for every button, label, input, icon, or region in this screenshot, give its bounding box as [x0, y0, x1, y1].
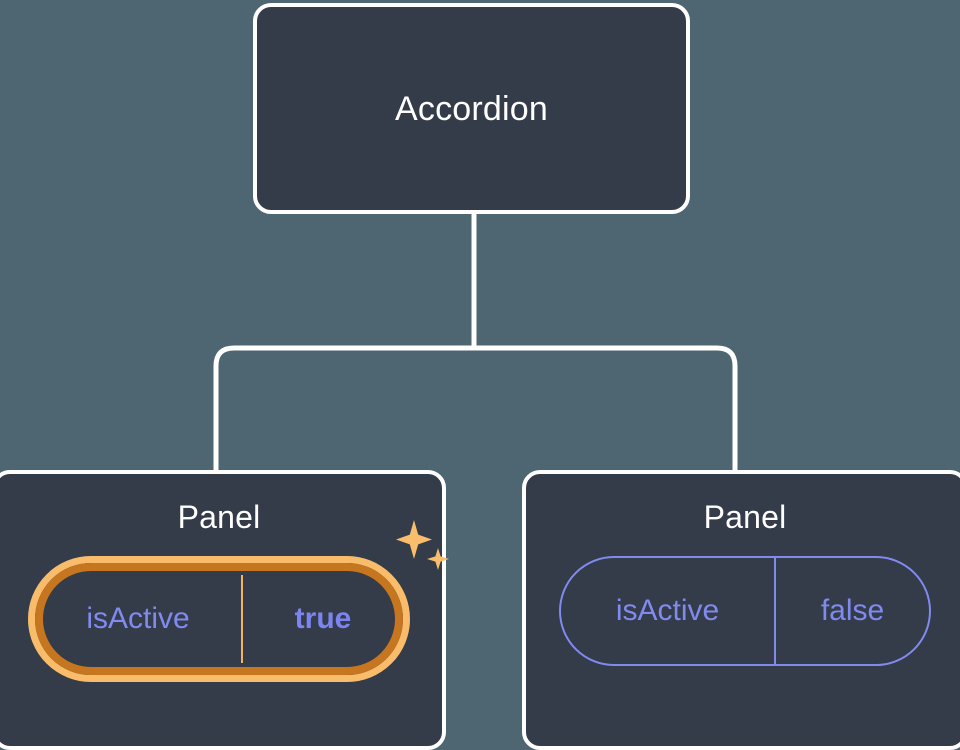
prop-pill-wrapper: isActive true	[28, 520, 449, 682]
sparkle-small-icon	[427, 548, 449, 570]
prop-key: isActive	[86, 602, 190, 635]
node-title: Panel	[703, 499, 787, 535]
prop-pill-wrapper: isActive false	[559, 556, 931, 666]
prop-value: true	[294, 602, 352, 635]
prop-divider	[241, 575, 243, 663]
prop-pill-isactive-true[interactable]: isActive true	[28, 556, 410, 682]
connector-branch-bus	[213, 345, 738, 472]
prop-value: false	[820, 594, 885, 627]
tree-node-panel-inactive[interactable]: Panel isActive false	[522, 470, 960, 750]
node-title: Panel	[177, 499, 261, 535]
prop-divider	[774, 558, 776, 664]
tree-node-panel-active[interactable]: Panel isActive true	[0, 470, 449, 750]
component-tree-diagram: Accordion Panel isActive true Panel isAc…	[0, 3, 960, 750]
prop-pill-isactive-false[interactable]: isActive false	[559, 556, 931, 666]
sparkle-large-icon	[396, 520, 432, 559]
node-title: Accordion	[395, 89, 548, 128]
prop-key: isActive	[615, 594, 720, 627]
tree-node-accordion[interactable]: Accordion	[253, 3, 690, 214]
